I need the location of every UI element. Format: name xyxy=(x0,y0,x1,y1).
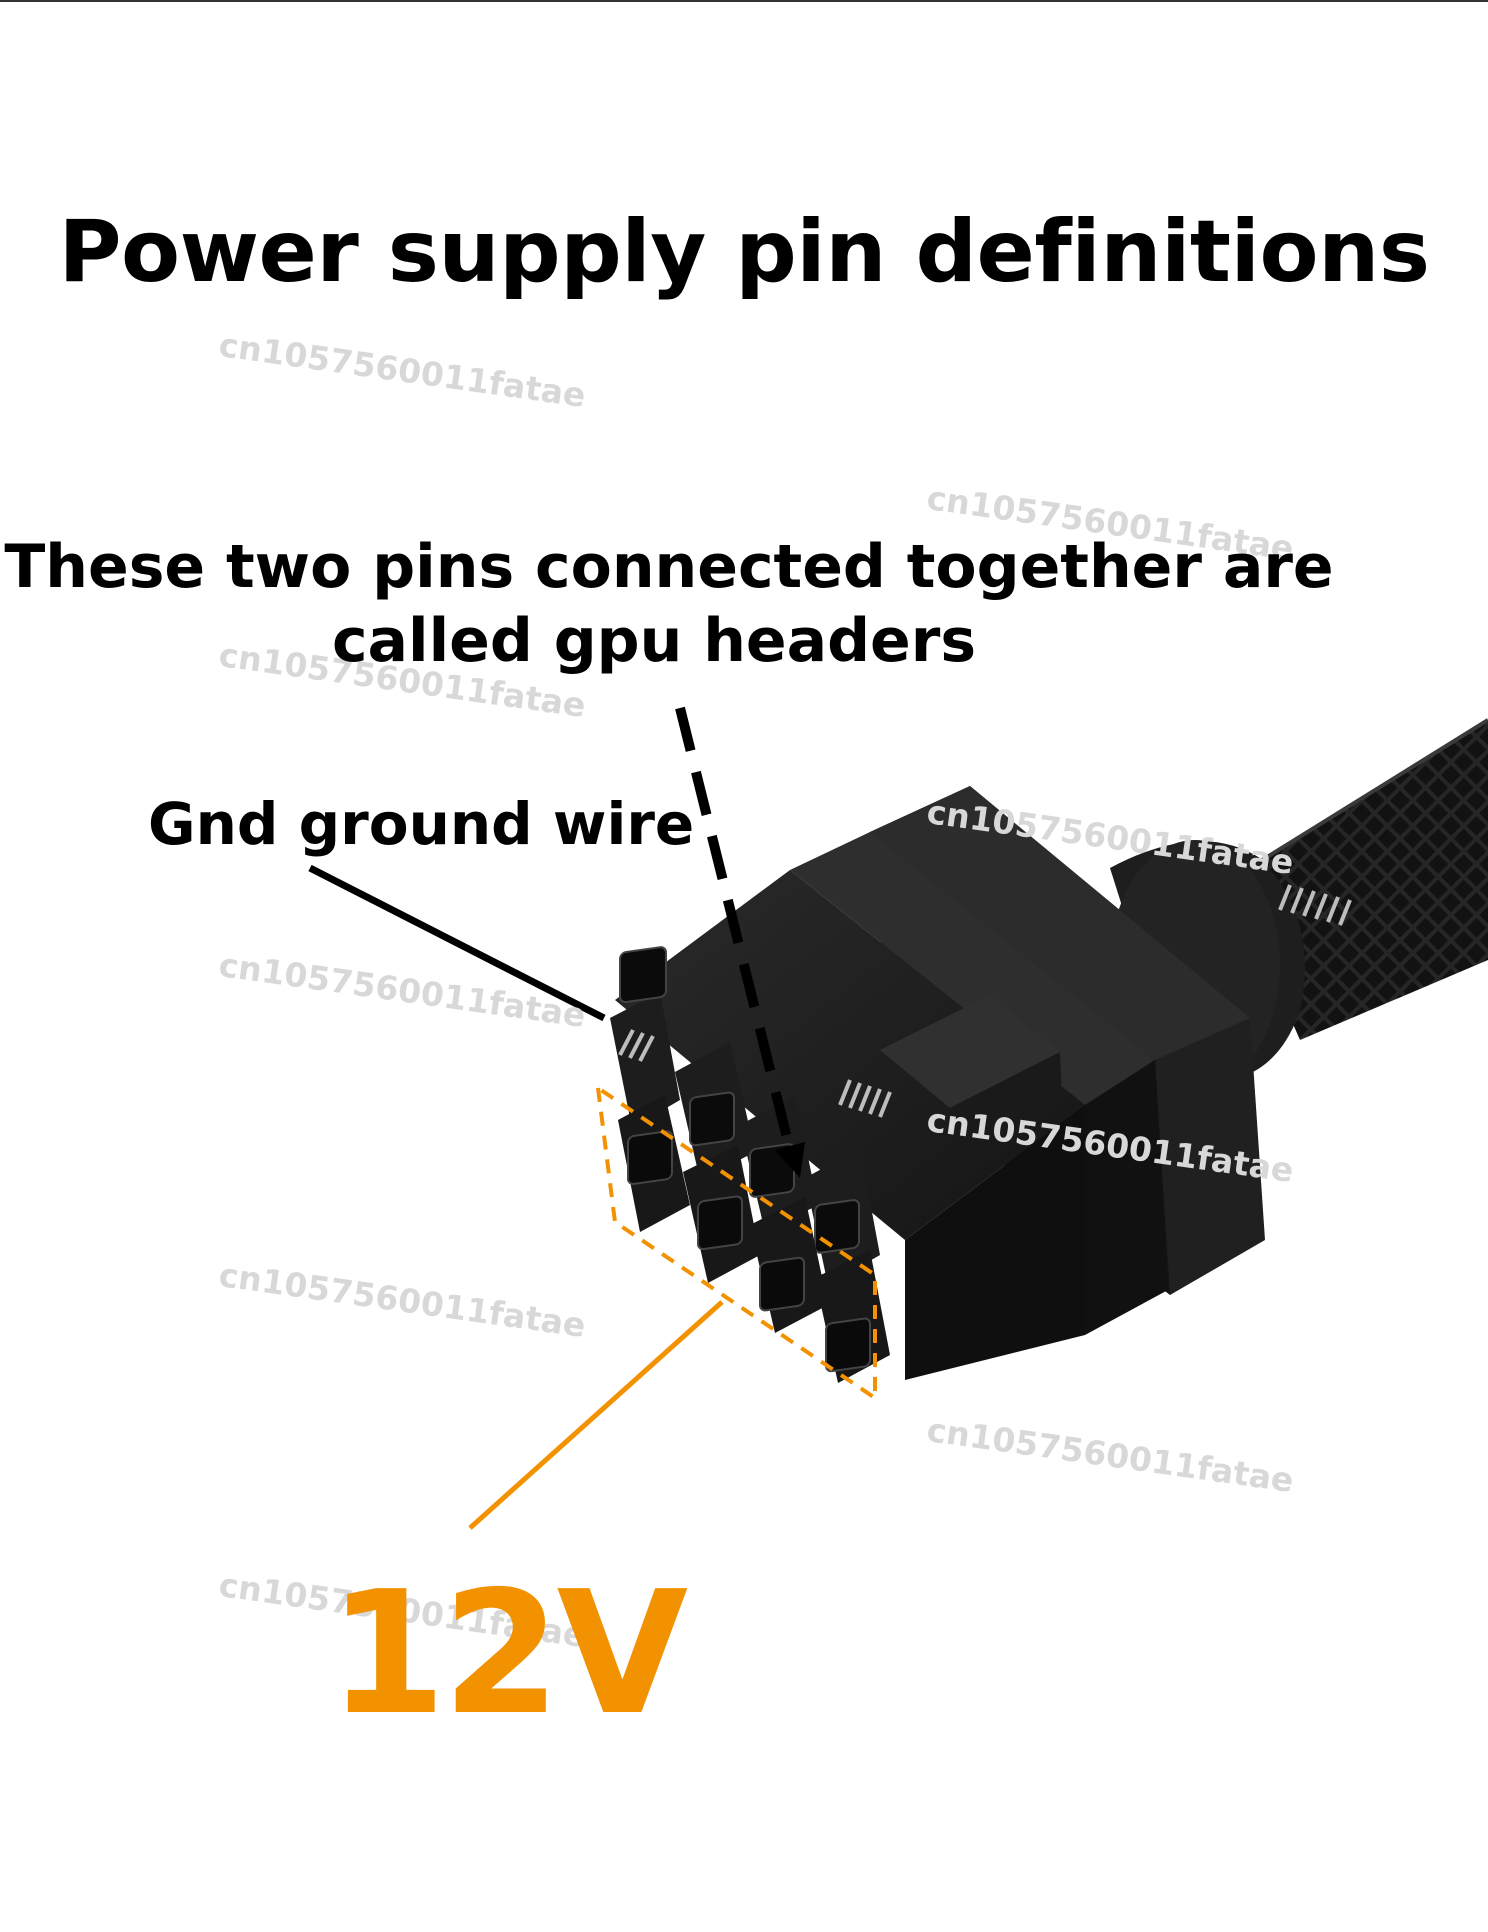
12v-label: 12V xyxy=(328,1555,688,1753)
12v-pins-highlight xyxy=(595,1083,877,1402)
gpu-headers-label-line2: called gpu headers xyxy=(331,606,977,676)
pin-marker-stripes xyxy=(618,884,1352,1118)
gpu-headers-arrow xyxy=(675,706,805,1178)
ground-leader-line xyxy=(308,864,606,1022)
12v-leader-line xyxy=(468,1300,724,1530)
gpu-headers-label-line1: These two pins connected together are xyxy=(4,532,1334,602)
connector-housing xyxy=(615,832,1168,1380)
ground-wire-label: Gnd ground wire xyxy=(148,790,695,858)
page-title: Power supply pin definitions xyxy=(58,202,1430,302)
top-border-line xyxy=(0,0,1488,2)
pin-row-top xyxy=(610,946,880,1285)
